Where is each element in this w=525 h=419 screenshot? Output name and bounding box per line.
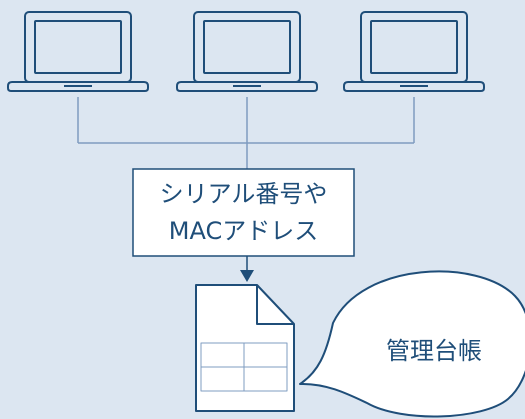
laptop-icon <box>343 11 485 92</box>
ledger-label: 管理台帳 <box>386 337 482 365</box>
ledger-table-icon <box>200 342 288 392</box>
info-label: シリアル番号や MACアドレス <box>133 169 354 256</box>
info-label-line1: シリアル番号や <box>159 179 328 208</box>
info-label-line2: MACアドレス <box>168 216 319 245</box>
document-icon <box>195 284 295 412</box>
connector-lines <box>77 97 415 169</box>
laptop-icon <box>7 11 149 92</box>
laptop-icon <box>176 11 318 92</box>
down-arrow-icon <box>240 256 254 282</box>
speech-bubble-icon <box>299 270 525 418</box>
info-label-box <box>132 168 355 257</box>
